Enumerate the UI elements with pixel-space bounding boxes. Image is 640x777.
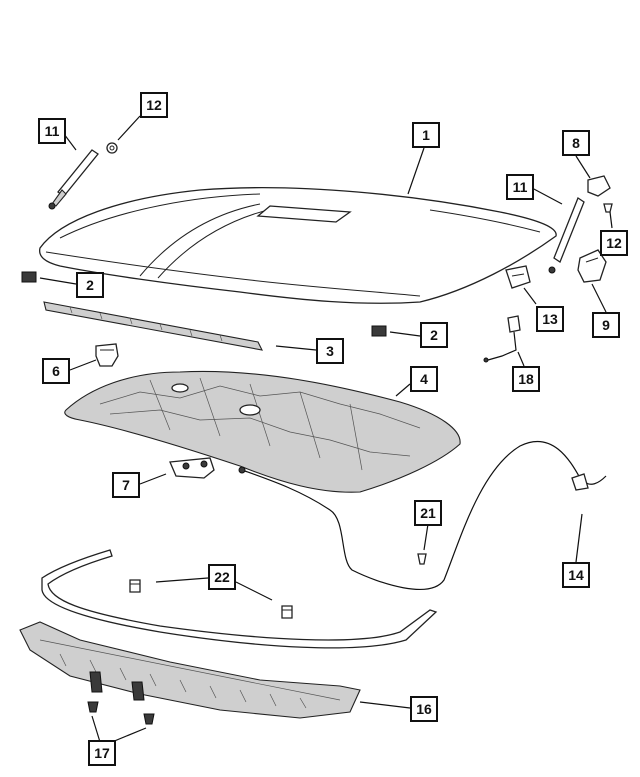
callout-21: 21	[414, 500, 442, 526]
callout-22: 22	[208, 564, 236, 590]
hood-bracket	[505, 265, 531, 289]
callout-11-left: 11	[38, 118, 66, 144]
hood-bumper-right	[371, 325, 387, 337]
grille-reinforcement	[19, 621, 361, 719]
hood-hinge-upper	[587, 175, 611, 197]
cable-clip	[417, 553, 427, 565]
grille-seal	[41, 549, 438, 649]
callout-1: 1	[412, 122, 440, 148]
callout-12-right: 12	[600, 230, 628, 256]
hood-inner-panel	[64, 370, 461, 493]
callout-13: 13	[536, 306, 564, 332]
hood-hinge	[577, 249, 607, 283]
callout-8: 8	[562, 130, 590, 156]
callout-2-left: 2	[76, 272, 104, 298]
ball-stud-left	[106, 142, 118, 154]
push-pin-right	[143, 713, 155, 725]
callout-18: 18	[512, 366, 540, 392]
callout-14: 14	[562, 562, 590, 588]
fastener-right	[281, 605, 293, 619]
hood-latch-striker	[95, 343, 119, 367]
hood-latch	[169, 457, 215, 479]
hood-release-cable	[238, 440, 607, 590]
callout-12-left: 12	[140, 92, 168, 118]
callout-2-right: 2	[420, 322, 448, 348]
push-pin-left	[87, 701, 99, 713]
callout-7: 7	[112, 472, 140, 498]
callout-11-right: 11	[506, 174, 534, 200]
callout-6: 6	[42, 358, 70, 384]
callout-3: 3	[316, 338, 344, 364]
hood-ajar-switch	[483, 315, 521, 363]
hood-bumper-left	[21, 271, 37, 283]
hood-seal	[43, 301, 263, 351]
callout-9: 9	[592, 312, 620, 338]
callout-16: 16	[410, 696, 438, 722]
fastener-left	[129, 579, 141, 593]
hood-prop-rod-left	[48, 149, 99, 210]
hood-panel	[38, 187, 557, 304]
leader-lines	[39, 115, 613, 743]
ball-stud-right	[603, 203, 613, 213]
callout-4: 4	[410, 366, 438, 392]
hood-prop-rod-right	[548, 197, 585, 274]
callout-17: 17	[88, 740, 116, 766]
